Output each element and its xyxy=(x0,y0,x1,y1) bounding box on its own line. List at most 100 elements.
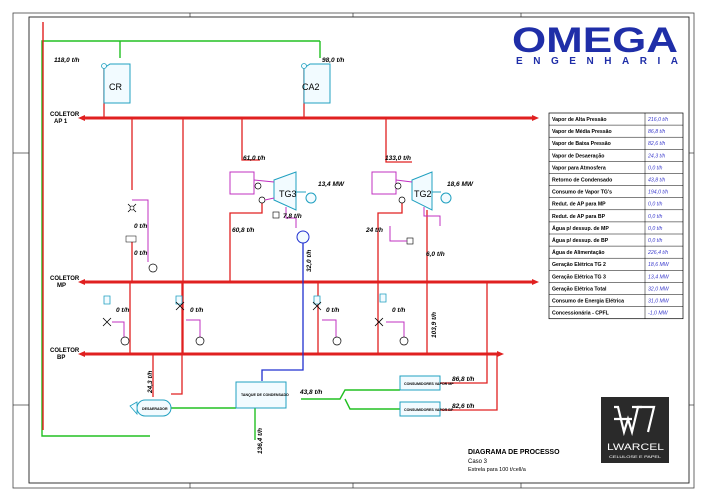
turbine-tg2 xyxy=(371,171,452,245)
boiler-ca2 xyxy=(301,63,331,104)
summary-row-label: Água de Alimentação xyxy=(552,249,605,256)
omega-logo: OMEGA xyxy=(512,21,678,60)
summary-row-value: 32,0 MW xyxy=(648,286,670,292)
turbine-tg3 xyxy=(229,171,317,381)
steam-lines xyxy=(42,22,498,430)
consumer-mp-box xyxy=(399,375,441,391)
feedwater-loop xyxy=(41,40,400,440)
flow-tg2-bp: 6,0 t/h xyxy=(426,251,445,258)
flow-bp-vert: 103,9 t/h xyxy=(431,312,438,338)
summary-row-label: Redut. de AP para MP xyxy=(552,202,606,208)
lwarcel-logo xyxy=(601,397,669,463)
summary-row-label: Consumo de Vapor TG's xyxy=(552,190,612,196)
flow-tg2-in: 133,0 t/h xyxy=(385,155,411,162)
flow-red-ap-mp-a: 0 t/h xyxy=(134,223,147,230)
summary-row-label: Água p/ dessup. de MP xyxy=(552,225,609,232)
summary-row-value: 13,4 MW xyxy=(648,274,670,280)
header-bp-label-1: COLETOR xyxy=(50,348,80,354)
summary-row-value: 0,0 t/h xyxy=(648,214,663,220)
summary-row-label: Vapor de Baixa Pressão xyxy=(552,141,611,147)
summary-row-value: 0,0 t/h xyxy=(648,238,663,244)
reduction-mp-bp-1 xyxy=(102,295,130,346)
tg3-label: TG3 xyxy=(279,189,297,199)
boiler-cr xyxy=(101,63,131,104)
summary-row-label: Vapor de Média Pressão xyxy=(552,129,612,135)
tg2-label: TG2 xyxy=(414,189,432,199)
condensate-tank xyxy=(235,381,287,409)
flow-ca2: 98,0 t/h xyxy=(322,57,344,64)
summary-row-value: 43,8 t/h xyxy=(648,178,665,184)
consumer-mp-label: CONSUMIDORES VAPOR MP xyxy=(404,382,454,386)
summary-row-value: 0,0 t/h xyxy=(648,226,663,232)
lwarcel-sub: CELULOSE E PAPEL xyxy=(609,454,662,459)
flow-cons-bp: 82,6 t/h xyxy=(452,403,474,410)
header-mp xyxy=(78,279,539,285)
summary-row-value: 226,4 t/h xyxy=(647,250,668,256)
flow-tg3-in: 61,0 t/h xyxy=(243,155,265,162)
flow-mp-red-c: 0 t/h xyxy=(326,307,339,314)
flow-makeup: 136,4 t/h xyxy=(257,428,264,454)
summary-table-border xyxy=(548,112,684,320)
reduction-mp-bp-2 xyxy=(175,295,205,346)
summary-row-value: 86,8 t/h xyxy=(648,129,665,135)
summary-row-label: Geração Elétrica TG 3 xyxy=(552,274,606,280)
summary-row-value: 24,3 t/h xyxy=(647,153,665,159)
summary-row-label: Água p/ dessup. de BP xyxy=(552,237,609,244)
boiler-ca2-label: CA2 xyxy=(302,82,320,92)
summary-row-label: Consumo de Energia Elétrica xyxy=(552,299,624,305)
tg2-power: 18,6 MW xyxy=(447,181,474,188)
summary-row-value: 0,0 t/h xyxy=(648,202,663,208)
summary-row-value: 31,0 MW xyxy=(648,299,670,305)
deaerator xyxy=(129,399,172,417)
header-ap-label-2: AP 1 xyxy=(54,119,68,125)
flow-tg3-mp: 7,8 t/h xyxy=(283,213,302,220)
flow-tg2-cond: 24 t/h xyxy=(365,227,383,234)
flow-cr: 118,0 t/h xyxy=(54,57,80,64)
outer-frame xyxy=(12,12,695,489)
summary-row-value: 194,0 t/h xyxy=(648,190,668,196)
frame-ticks xyxy=(13,13,694,488)
summary-row-label: Redut. de AP para BP xyxy=(552,214,606,220)
consumer-bp-box xyxy=(399,401,441,417)
flow-cons-mp: 86,8 t/h xyxy=(452,376,474,383)
header-ap xyxy=(78,115,539,121)
reduction-ap-mp xyxy=(125,199,158,273)
condensate-tank-label: TANQUE DE CONDENSADO xyxy=(241,393,289,397)
summary-row-value: -1,0 MW xyxy=(648,311,669,317)
summary-row-label: Vapor de Alta Pressão xyxy=(552,117,607,123)
consumer-bp-label: CONSUMIDORES VAPOR BP xyxy=(404,408,454,412)
header-bp-label-2: BP xyxy=(57,355,65,361)
summary-row-label: Geração Elétrica Total xyxy=(552,286,607,292)
flow-mp-red-a: 0 t/h xyxy=(116,307,129,314)
title-line-3: Estrela para 100 t/cell/a xyxy=(468,467,527,473)
summary-row-label: Geração Elétrica TG 2 xyxy=(552,262,606,268)
title-line-2: Caso 3 xyxy=(468,459,488,465)
summary-row-value: 18,6 MW xyxy=(648,262,670,268)
summary-row-label: Vapor para Atmosfera xyxy=(552,165,606,171)
header-ap-label-1: COLETOR xyxy=(50,112,80,118)
flow-red-ap-mp-b: 0 t/h xyxy=(134,250,147,257)
header-mp-label-2: MP xyxy=(57,283,66,289)
tg3-power: 13,4 MW xyxy=(318,181,345,188)
summary-row-value: 82,6 t/h xyxy=(648,141,665,147)
title-line-1: DIAGRAMA DE PROCESSO xyxy=(468,449,560,456)
reduction-mp-bp-3 xyxy=(312,295,342,346)
inner-frame xyxy=(28,16,690,484)
header-bp xyxy=(78,351,504,357)
flow-cond-return: 43,8 t/h xyxy=(299,389,322,396)
summary-row-value: 0,0 t/h xyxy=(648,165,663,171)
flow-tg3-cond: 60,8 t/h xyxy=(232,227,254,234)
summary-row-label: Vapor de Desaeração xyxy=(552,153,604,159)
header-mp-label-1: COLETOR xyxy=(50,276,80,282)
summary-row-label: Concessionária - CPFL xyxy=(552,311,610,317)
summary-row-label: Retorno de Condensado xyxy=(552,178,612,184)
flow-cond-vert: 32,0 t/h xyxy=(306,250,313,272)
flow-deaer: 24,3 t/h xyxy=(147,371,154,394)
flow-mp-red-b: 0 t/h xyxy=(190,307,203,314)
flow-mp-red-d: 0 t/h xyxy=(392,307,405,314)
lwarcel-name: LWARCEL xyxy=(607,442,664,453)
boiler-cr-label: CR xyxy=(109,82,122,92)
summary-row-value: 216,0 t/h xyxy=(647,117,668,123)
